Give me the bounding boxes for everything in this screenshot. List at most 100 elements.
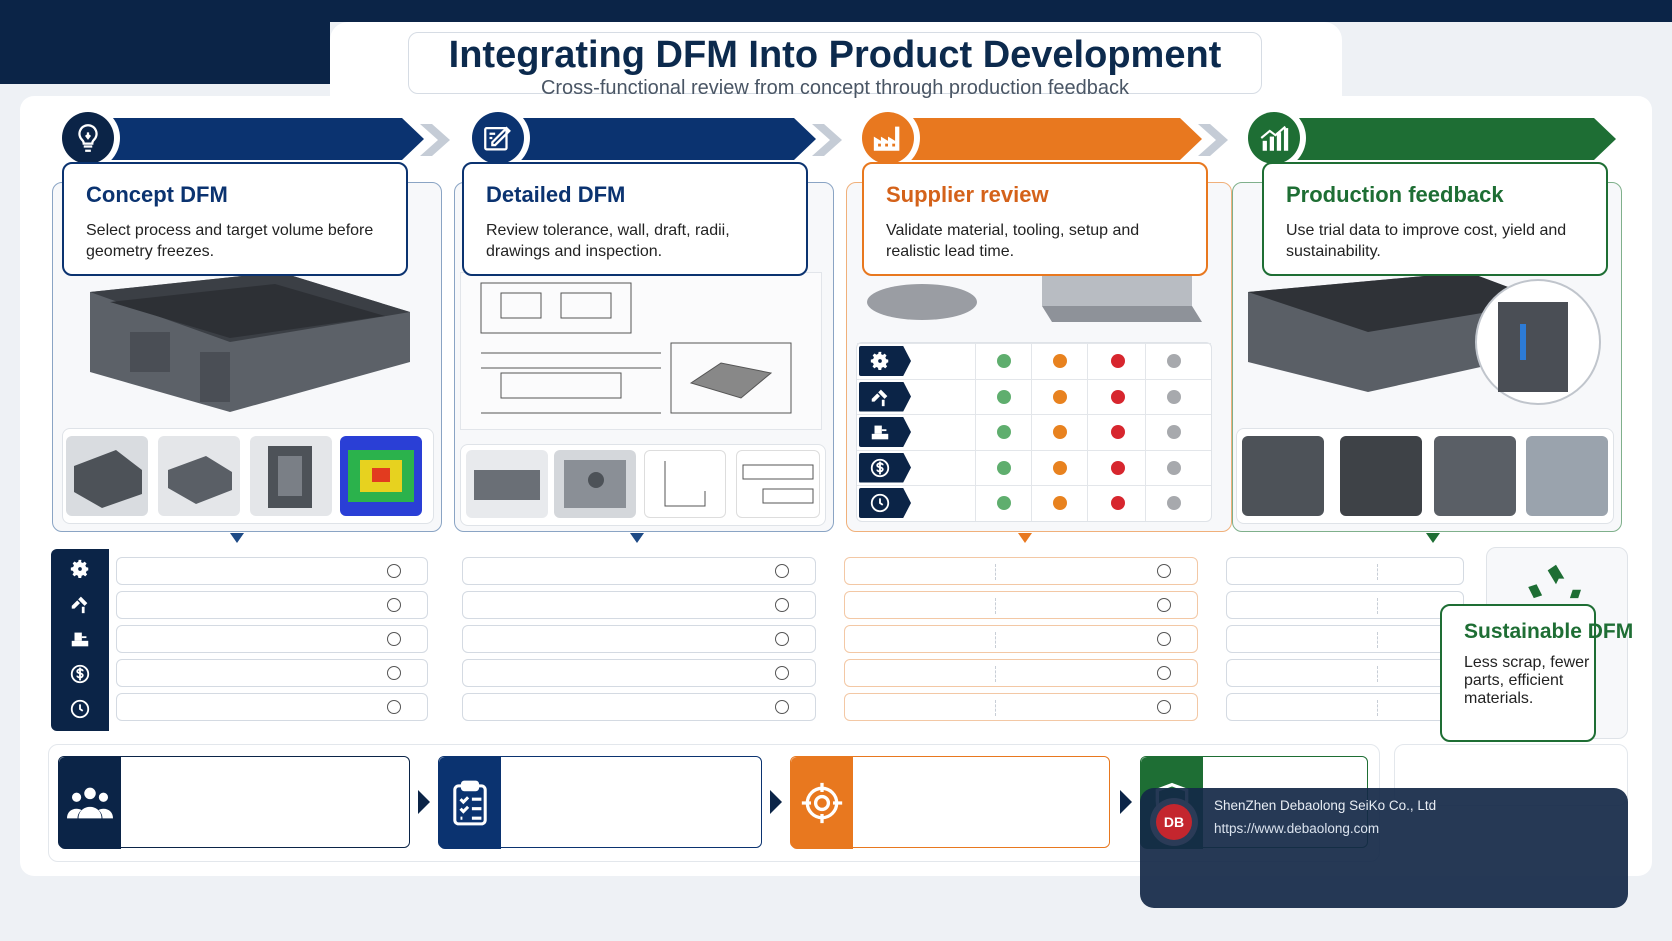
row-divider: [995, 598, 996, 614]
row-divider: [1377, 700, 1378, 716]
status-dot-red: [1111, 425, 1125, 439]
top-left-band: [0, 0, 330, 84]
criteria-row-box: [1226, 625, 1464, 653]
status-dot-green: [997, 496, 1011, 510]
radio-circle[interactable]: [387, 598, 401, 612]
criteria-panel-concept: [110, 549, 440, 731]
gdt-callout-thumbnail: [736, 450, 820, 518]
radio-circle[interactable]: [1157, 700, 1171, 714]
status-dot-orange: [1053, 460, 1067, 475]
stage-icon-concept: [56, 106, 120, 170]
row-divider: [1377, 564, 1378, 580]
row-divider: [1377, 666, 1378, 682]
status-dot-gray: [1167, 460, 1181, 475]
status-dot-gray: [1167, 496, 1181, 510]
part-thumbnail: [1434, 436, 1516, 516]
criteria-row-box: [844, 557, 1198, 585]
gear-icon: [51, 553, 109, 585]
status-dot-green: [997, 354, 1011, 368]
process-step-box: [853, 757, 1109, 847]
stage-description: Select process and target volume before …: [86, 222, 374, 260]
row-divider: [995, 700, 996, 716]
factory-line-thumbnail: [1526, 436, 1608, 516]
sustainable-dfm-card: Sustainable DFM Less scrap, fewer parts,…: [1440, 604, 1634, 742]
process-step-box: [501, 757, 761, 847]
step-arrow-icon: [1120, 790, 1132, 814]
radio-circle[interactable]: [775, 666, 789, 680]
radio-circle[interactable]: [775, 632, 789, 646]
matrix-column-divider: [975, 343, 976, 521]
detail-thumbnail: [644, 450, 726, 518]
dollar-icon: [859, 452, 911, 483]
radio-circle[interactable]: [387, 666, 401, 680]
company-url[interactable]: https://www.debaolong.com: [1214, 821, 1380, 836]
company-name: ShenZhen Debaolong SeiKo Co., Ltd: [1214, 798, 1437, 813]
matrix-column-divider: [1031, 343, 1032, 521]
matrix-row: [857, 485, 1211, 520]
radio-circle[interactable]: [387, 700, 401, 714]
simulation-thumbnail: [340, 436, 422, 516]
radio-circle[interactable]: [775, 564, 789, 578]
clipboard-checklist-icon: [453, 780, 487, 826]
company-watermark: DB ShenZhen Debaolong SeiKo Co., Ltd htt…: [1140, 788, 1628, 908]
detail-thumbnail: [554, 450, 636, 518]
status-dot-green: [997, 460, 1011, 475]
machine-icon: [51, 623, 109, 655]
technical-drawing-image: [460, 272, 822, 430]
criteria-panel-supplier: [838, 549, 1210, 731]
svg-text:DB: DB: [1164, 814, 1184, 830]
radio-circle[interactable]: [387, 564, 401, 578]
criteria-row-box: [462, 693, 816, 721]
bar-chart-icon: [1260, 125, 1289, 151]
matrix-row: [857, 449, 1211, 485]
top-bar: [0, 0, 1672, 22]
tools-icon: [51, 588, 109, 620]
status-dot-orange: [1053, 354, 1067, 368]
page-subtitle: Cross-functional review from concept thr…: [540, 77, 1130, 99]
radio-circle[interactable]: [1157, 564, 1171, 578]
criteria-row-box: [1226, 591, 1464, 619]
status-dot-red: [1111, 354, 1125, 368]
enclosure-render-image: [90, 272, 410, 412]
part-thumbnail: [66, 436, 148, 516]
radio-circle[interactable]: [775, 700, 789, 714]
step-arrow-icon: [770, 790, 782, 814]
process-step-box: [121, 757, 409, 847]
criteria-panel-detailed: [456, 549, 828, 731]
criteria-row-box: [844, 659, 1198, 687]
materials-image: [862, 272, 1212, 324]
matrix-column-divider: [1145, 343, 1146, 521]
detail-thumbnail: [466, 450, 548, 518]
down-arrow-icon: [230, 533, 244, 543]
company-logo-icon: DB: [1156, 804, 1192, 840]
company-logo: DB: [1150, 798, 1198, 846]
radio-circle[interactable]: [1157, 666, 1171, 680]
supplier-evaluation-matrix: [856, 342, 1212, 522]
radio-circle[interactable]: [387, 632, 401, 646]
criteria-row-box: [844, 693, 1198, 721]
status-dot-red: [1111, 460, 1125, 475]
row-divider: [1377, 598, 1378, 614]
status-dot-orange: [1053, 496, 1067, 510]
radio-circle[interactable]: [775, 598, 789, 612]
stage-banner-concept: [86, 118, 424, 160]
criteria-row-box: [844, 591, 1198, 619]
status-dot-green: [997, 425, 1011, 439]
radio-circle[interactable]: [1157, 598, 1171, 612]
stage-card-production: Production feedback Use trial data to im…: [1262, 162, 1608, 276]
status-dot-orange: [1053, 425, 1067, 439]
stage-title: Supplier review: [886, 182, 1049, 207]
dollar-icon: [51, 658, 109, 690]
title-box: Integrating DFM Into Product Development…: [408, 32, 1262, 99]
stage-card-detailed: Detailed DFM Review tolerance, wall, dra…: [462, 162, 808, 276]
radio-circle[interactable]: [1157, 632, 1171, 646]
sustainable-title: Sustainable DFM: [1464, 620, 1634, 643]
stage-title: Concept DFM: [86, 182, 228, 207]
status-dot-gray: [1167, 354, 1181, 368]
clock-icon: [51, 693, 109, 725]
lightbulb-icon: [78, 124, 98, 152]
status-dot-red: [1111, 389, 1125, 404]
matrix-column-divider: [1087, 343, 1088, 521]
status-dot-gray: [1167, 389, 1181, 404]
criteria-row-box: [1226, 693, 1464, 721]
